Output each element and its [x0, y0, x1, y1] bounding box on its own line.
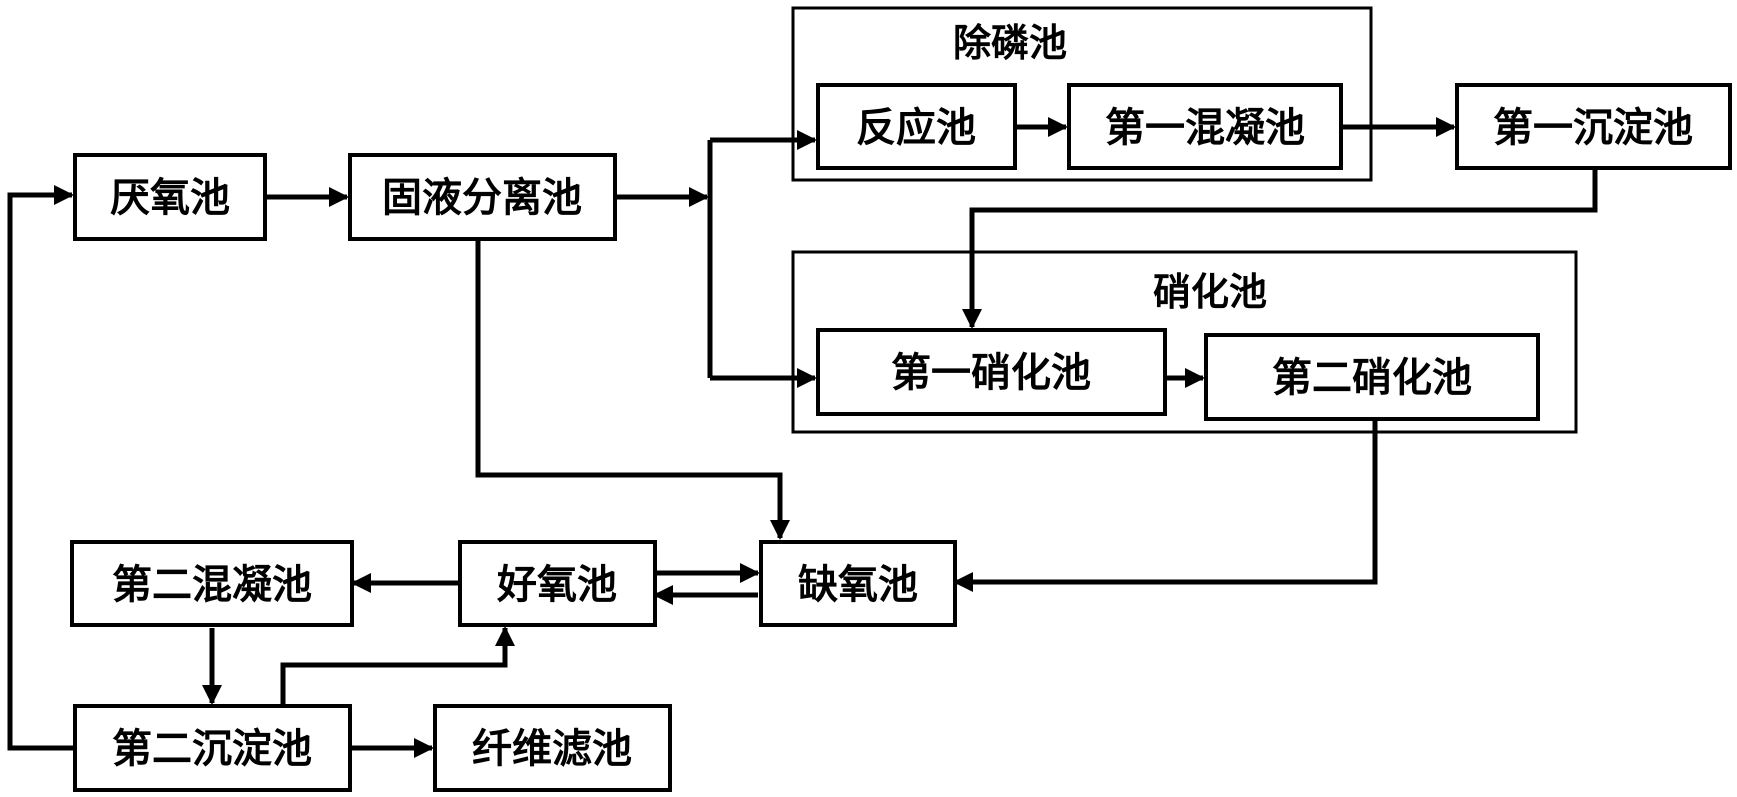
- node-nitrification2-label: 第二硝化池: [1272, 355, 1472, 401]
- node-coagulation2-label: 第二混凝池: [112, 562, 312, 608]
- node-coagulation1: 第一混凝池: [1067, 83, 1343, 170]
- node-coagulation1-label: 第一混凝池: [1105, 105, 1305, 151]
- node-sedimentation1: 第一沉淀池: [1455, 83, 1732, 170]
- node-solid-liquid: 固液分离池: [348, 153, 617, 241]
- node-nitrification1: 第一硝化池: [816, 328, 1167, 416]
- arrow-sedimentation2-return-to-anaerobic: [7, 185, 75, 751]
- phosphorus-removal-label: 除磷池: [953, 21, 1067, 65]
- node-nitrification2: 第二硝化池: [1204, 333, 1540, 421]
- node-fiber-filter-label: 纤维滤池: [472, 726, 632, 772]
- node-fiber-filter: 纤维滤池: [433, 704, 672, 792]
- node-aerobic: 好氧池: [458, 540, 657, 627]
- node-aerobic-label: 好氧池: [496, 562, 617, 608]
- node-anaerobic: 厌氧池: [73, 153, 267, 241]
- node-solid-liquid-label: 固液分离池: [382, 175, 582, 221]
- node-reaction-label: 反应池: [856, 105, 976, 151]
- nitrification-label: 硝化池: [1153, 270, 1267, 314]
- arrow-solid-liquid-to-anoxic: [475, 240, 790, 540]
- connectors: [7, 117, 1598, 758]
- arrow-sedimentation2-to-aerobic: [280, 626, 515, 706]
- node-anaerobic-label: 厌氧池: [110, 175, 230, 221]
- arrow-nitrification2-to-anoxic: [953, 418, 1378, 592]
- arrow-sedimentation1-to-nitrification1: [962, 168, 1598, 329]
- node-sedimentation2-label: 第二沉淀池: [112, 726, 312, 772]
- node-sedimentation2: 第二沉淀池: [73, 704, 352, 792]
- node-anoxic-label: 缺氧池: [798, 562, 918, 608]
- node-reaction: 反应池: [816, 83, 1017, 170]
- node-nitrification1-label: 第一硝化池: [891, 350, 1091, 396]
- node-sedimentation1-label: 第一沉淀池: [1493, 105, 1693, 151]
- node-coagulation2: 第二混凝池: [70, 540, 354, 627]
- node-anoxic: 缺氧池: [759, 540, 957, 627]
